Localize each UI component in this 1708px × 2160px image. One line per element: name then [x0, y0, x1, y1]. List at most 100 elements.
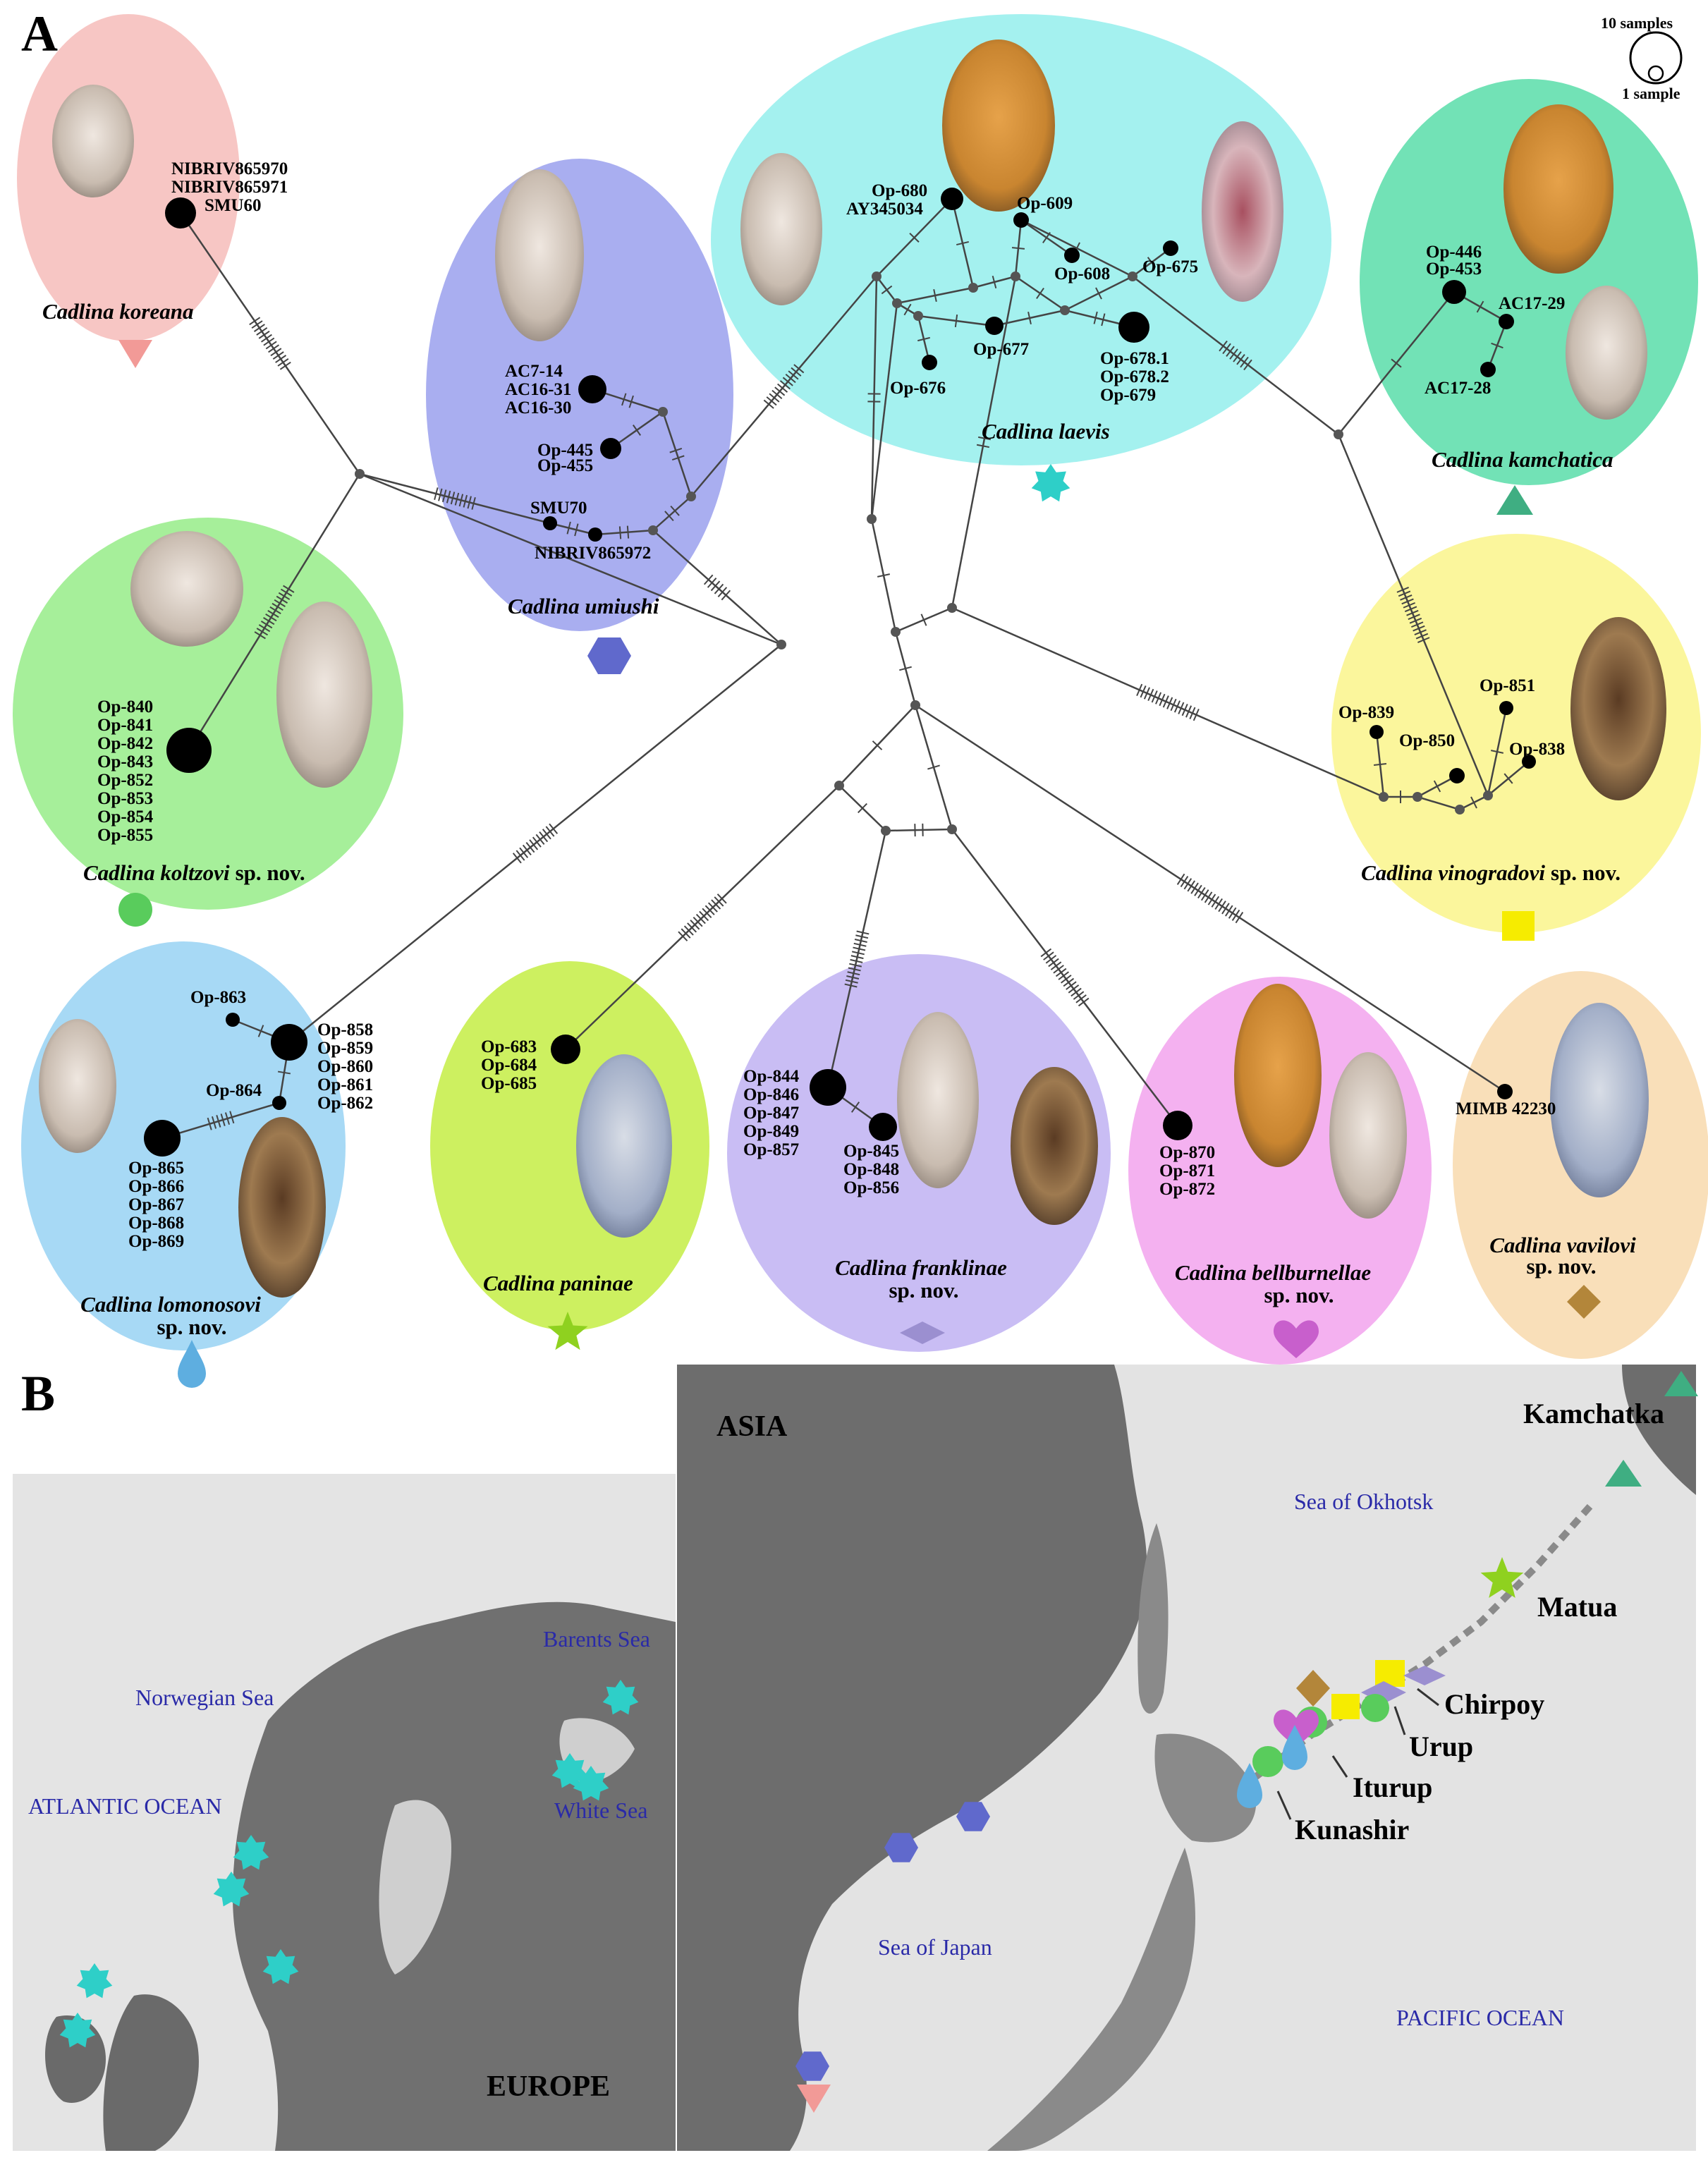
mutation-tick: [1403, 602, 1416, 609]
haplotype-id: NIBRIV865970: [171, 159, 288, 178]
mutation-tick: [216, 1115, 221, 1128]
mutation-tick: [256, 628, 269, 636]
chirpoy-leader-line: [1417, 1688, 1439, 1707]
franklinae-photo-2: [1011, 1067, 1098, 1225]
haplotype-id: Op-683: [481, 1037, 537, 1056]
ireland-landmass: [44, 2015, 106, 2103]
haplotype-node: [1370, 725, 1384, 739]
species-name-umiushi: Cadlina umiushi: [508, 594, 659, 618]
mutation-tick: [683, 925, 694, 936]
map-markers: [59, 1371, 1698, 2113]
species-name-vavilovi: Cadlina vavilovi: [1489, 1233, 1636, 1257]
mutation-tick: [1433, 780, 1441, 793]
iturup-leader-line: [1331, 1755, 1348, 1778]
haplotype-node: [1522, 755, 1536, 769]
mutation-tick: [777, 383, 788, 393]
mutation-tick: [850, 958, 863, 963]
mutation-tick: [1476, 300, 1484, 313]
haplotype-id: Op-848: [843, 1160, 899, 1179]
haplotype-label-laevis-676: Op-676: [890, 379, 946, 398]
mutation-tick: [846, 975, 860, 980]
haplotype-id: Op-872: [1159, 1180, 1215, 1199]
mutation-tick: [458, 494, 464, 507]
haplotype-node: [1118, 312, 1149, 343]
mutation-tick: [535, 834, 545, 845]
mutation-tick: [1236, 353, 1245, 365]
mutation-tick: [260, 621, 273, 629]
mutation-tick: [257, 1025, 264, 1037]
mutation-tick: [211, 1116, 217, 1129]
species-suffix: sp. nov.: [236, 860, 305, 885]
mutation-tick: [858, 803, 867, 814]
mutation-tick: [1404, 606, 1417, 613]
haplotype-id: Op-871: [1159, 1161, 1215, 1180]
mutation-tick: [695, 913, 706, 925]
mutation-tick: [788, 370, 799, 380]
circle-icon: [1361, 1694, 1389, 1722]
haplotype-node: [551, 1035, 580, 1064]
mutation-tick: [793, 364, 805, 374]
mutation-tick: [1183, 878, 1192, 890]
haplotype-id: Op-844: [743, 1067, 800, 1086]
mutation-tick: [628, 395, 634, 408]
kamchatka-landmass: [1622, 1365, 1696, 1495]
species-epithet: Cadlina vinogradovi: [1361, 860, 1545, 885]
mutation-tick: [769, 393, 780, 403]
mutation-tick: [716, 893, 727, 904]
mutation-tick: [549, 823, 559, 834]
haplotype-node: [1449, 768, 1465, 783]
network-edge: [359, 472, 782, 646]
median-vector-node: [1011, 271, 1020, 281]
paninae-photo: [576, 1054, 672, 1238]
mutation-tick: [1401, 598, 1414, 605]
haplotype-id: AY345034: [846, 200, 923, 219]
mutation-tick: [621, 393, 627, 406]
species-name-franklinae: Cadlina franklinae: [835, 1255, 1007, 1280]
mutation-tick: [220, 1113, 226, 1126]
mutation-tick: [1143, 687, 1150, 700]
drop-icon: [1282, 1725, 1307, 1770]
species-suffix-bellburnellae: sp. nov.: [1264, 1283, 1334, 1307]
mutation-tick: [1181, 703, 1188, 716]
mutation-tick: [1050, 961, 1062, 970]
heart-icon: [1274, 1320, 1319, 1358]
haplotype-id: Op-446: [1426, 243, 1482, 262]
mutation-tick: [1166, 697, 1173, 709]
mutation-tick: [1391, 358, 1402, 368]
haplotype-id: Op-843: [97, 752, 153, 771]
network-edge: [826, 830, 887, 1088]
mutation-tick: [1151, 690, 1158, 703]
haplotype-id: AC7-14: [505, 362, 563, 381]
haplotype-id: Op-867: [128, 1195, 184, 1214]
mutation-tick: [438, 488, 443, 501]
mutation-tick: [1147, 688, 1154, 702]
haplotype-id: Op-854: [97, 807, 154, 826]
mutation-tick: [711, 899, 721, 910]
mutation-tick: [710, 580, 721, 592]
mutation-tick: [258, 330, 270, 339]
mutation-tick: [1147, 257, 1157, 268]
triangle-up-icon: [1605, 1460, 1642, 1487]
hexagon-icon: [587, 637, 631, 674]
mutation-tick: [714, 896, 724, 907]
mutation-tick: [539, 831, 549, 843]
haplotype-label-umiushi-4: NIBRIV865972: [535, 544, 651, 563]
mutation-tick: [1095, 287, 1102, 300]
mutation-tick: [717, 587, 728, 597]
mutation-ticks: [207, 232, 1513, 1130]
haplotype-id: Op-845: [843, 1142, 899, 1161]
species-suffix-lomonosovi: sp. nov.: [157, 1314, 226, 1339]
species-suffix-vavilovi: sp. nov.: [1526, 1254, 1596, 1279]
haplotype-label-umiushi-3: SMU70: [530, 499, 587, 518]
haplotype-id: Op-678.2: [1100, 367, 1169, 386]
mutation-tick: [272, 351, 284, 360]
haplotype-node: [941, 188, 963, 210]
mutation-tick: [1373, 763, 1387, 766]
mutation-tick: [224, 1112, 231, 1125]
mutation-tick: [1233, 351, 1242, 362]
chirpoy-label: Chirpoy: [1444, 1688, 1544, 1720]
